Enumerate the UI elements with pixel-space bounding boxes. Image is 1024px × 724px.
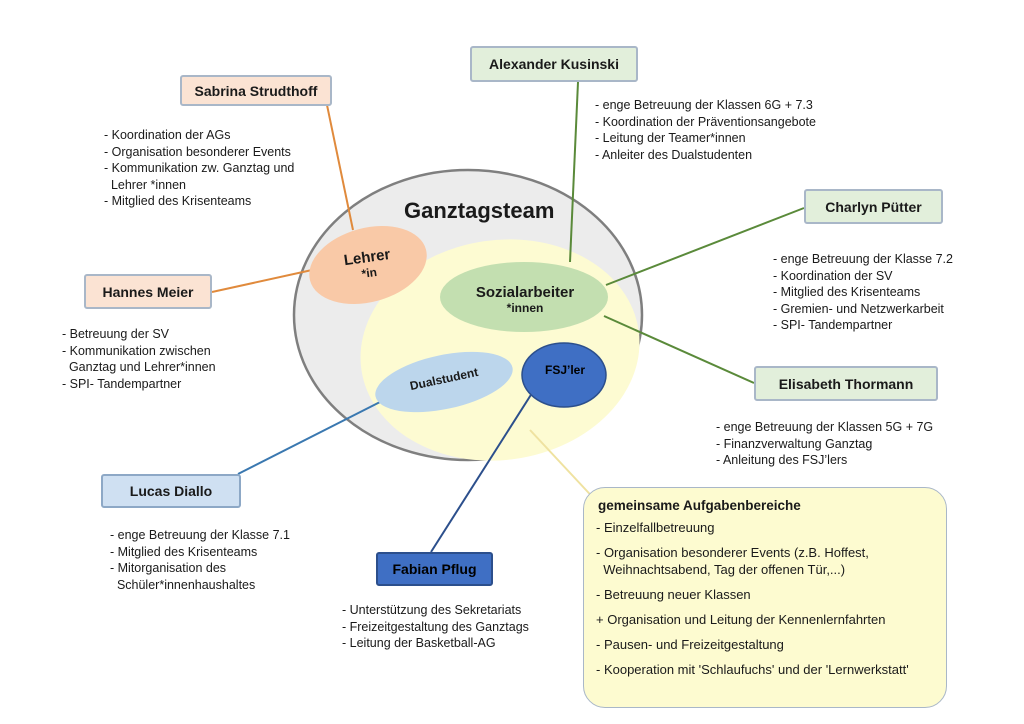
tasks-elisabeth: - enge Betreuung der Klassen 5G + 7G - F… bbox=[716, 419, 933, 469]
connector-elisabeth bbox=[603, 315, 755, 384]
fsj-ellipse bbox=[521, 342, 607, 408]
task-item: - Koordination der SV bbox=[773, 268, 893, 283]
task-item: - Mitglied des Krisenteams bbox=[110, 544, 258, 559]
task-item: - Anleiter des Dualstudenten bbox=[595, 147, 753, 162]
task-item: - enge Betreuung der Klasse 7.1 bbox=[110, 528, 290, 542]
tasks-charlyn: - enge Betreuung der Klasse 7.2 - Koordi… bbox=[773, 251, 953, 334]
task-item: - Freizeitgestaltung des Ganztags bbox=[342, 619, 529, 634]
name-box-elisabeth: Elisabeth Thormann bbox=[754, 366, 938, 401]
name-box-sabrina: Sabrina Strudthoff bbox=[180, 75, 332, 106]
tasks-fabian: - Unterstützung des Sekretariats - Freiz… bbox=[342, 602, 529, 652]
common-item: - Betreuung neuer Klassen bbox=[596, 587, 751, 602]
task-item: Ganztag und Lehrer*innen bbox=[62, 360, 216, 374]
task-item: - Kommunikation zwischen bbox=[62, 343, 211, 358]
task-item: - Anleitung des FSJ’lers bbox=[716, 453, 848, 467]
task-item: - enge Betreuung der Klassen 5G + 7G bbox=[716, 420, 934, 434]
lehrer-label-line2: *in bbox=[360, 264, 378, 281]
common-item: - Kooperation mit 'Schlaufuchs' und der … bbox=[596, 662, 909, 677]
tasks-sabrina: - Koordination der AGs - Organisation be… bbox=[104, 127, 294, 210]
task-item: - Leitung der Teamer*innen bbox=[595, 131, 746, 145]
common-item: - Einzelfallbetreuung bbox=[596, 520, 715, 535]
task-item: - enge Betreuung der Klassen 6G + 7.3 bbox=[595, 98, 813, 112]
lehrer-ellipse bbox=[309, 226, 427, 304]
task-item: - Betreuung der SV bbox=[62, 327, 170, 341]
task-item: - SPI- Tandempartner bbox=[62, 376, 182, 391]
task-item: - SPI- Tandempartner bbox=[773, 318, 893, 332]
task-item: - Mitglied des Krisenteams bbox=[104, 194, 252, 208]
task-item: - Mitorganisation des bbox=[110, 561, 227, 575]
task-item: - Leitung der Basketball-AG bbox=[342, 636, 496, 650]
task-item: - Unterstützung des Sekretariats bbox=[342, 603, 522, 617]
task-item: - Gremien- und Netzwerkarbeit bbox=[773, 301, 944, 316]
diagram-title: Ganztagsteam bbox=[404, 198, 555, 223]
common-tasks-box: gemeinsame Aufgabenbereiche - Einzelfall… bbox=[583, 487, 947, 708]
connector-alexander bbox=[569, 81, 579, 263]
common-task-list: - Einzelfallbetreuung - Organisation bes… bbox=[596, 519, 934, 678]
task-item: - enge Betreuung der Klasse 7.2 bbox=[773, 252, 953, 266]
connector-lucas bbox=[237, 401, 381, 475]
tasks-alexander: - enge Betreuung der Klassen 6G + 7.3 - … bbox=[595, 97, 816, 163]
dual-ellipse bbox=[375, 351, 513, 413]
name-box-alexander: Alexander Kusinski bbox=[470, 46, 638, 82]
sozial-label: Sozialarbeiter *innen bbox=[450, 278, 600, 320]
common-item: + Organisation und Leitung der Kennenler… bbox=[596, 612, 886, 627]
name-box-lucas: Lucas Diallo bbox=[101, 474, 241, 508]
task-item: - Koordination der AGs bbox=[104, 128, 231, 142]
task-item: - Mitglied des Krisenteams bbox=[773, 285, 921, 299]
connector-hannes bbox=[211, 269, 313, 293]
name-box-fabian: Fabian Pflug bbox=[376, 552, 493, 586]
connector-sabrina bbox=[326, 104, 354, 231]
connector-fabian bbox=[430, 389, 535, 553]
task-item: - Koordination der Präventionsangebote bbox=[595, 114, 816, 129]
connector-common bbox=[529, 429, 601, 506]
task-item: - Organisation besonderer Events bbox=[104, 144, 291, 159]
tasks-lucas: - enge Betreuung der Klasse 7.1 - Mitgli… bbox=[110, 527, 290, 593]
name-box-hannes: Hannes Meier bbox=[84, 274, 212, 309]
task-item: Schüler*innenhaushaltes bbox=[110, 577, 256, 592]
sozial-label-line2: *innen bbox=[506, 300, 544, 315]
common-item: - Pausen- und Freizeitgestaltung bbox=[596, 637, 784, 652]
connector-charlyn bbox=[605, 207, 805, 286]
common-item: - Organisation besonderer Events (z.B. H… bbox=[596, 545, 869, 577]
name-box-charlyn: Charlyn Pütter bbox=[804, 189, 943, 224]
task-item: - Finanzverwaltung Ganztag bbox=[716, 436, 873, 451]
common-heading: gemeinsame Aufgabenbereiche bbox=[598, 498, 801, 513]
sozial-ellipse bbox=[440, 262, 608, 332]
task-item: Lehrer *innen bbox=[104, 177, 187, 192]
task-item: - Kommunikation zw. Ganztag und bbox=[104, 161, 295, 175]
tasks-hannes: - Betreuung der SV - Kommunikation zwisc… bbox=[62, 326, 216, 392]
sozial-label-line1: Sozialarbeiter bbox=[475, 283, 575, 301]
fsj-label: FSJ’ler bbox=[544, 363, 586, 377]
